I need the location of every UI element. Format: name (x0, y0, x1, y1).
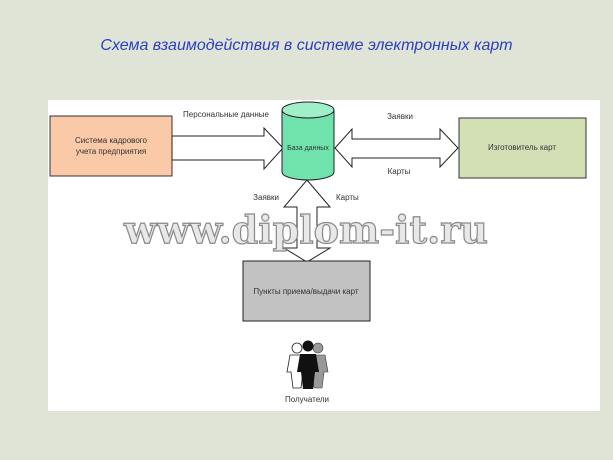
label-cards-vertical: Карты (336, 193, 359, 202)
hr-system-label-1: Система кадрового (75, 136, 147, 145)
manufacturer-label: Изготовитель карт (488, 143, 556, 152)
issue-points-node: Пункты приема/выдачи карт (242, 260, 371, 322)
manufacturer-node: Изготовитель карт (458, 117, 587, 179)
arrow-personal-data (171, 126, 284, 171)
recipients-label: Получатели (285, 395, 329, 404)
label-cards-top: Карты (388, 167, 411, 176)
label-personal-data: Персональные данные (183, 110, 269, 119)
people-icon (286, 340, 329, 389)
arrow-db-manufacturer (334, 127, 459, 169)
issue-points-label: Пункты приема/выдачи карт (253, 287, 358, 296)
watermark: www.diplom-it.ru (123, 207, 488, 252)
label-requests-vertical: Заявки (253, 193, 279, 202)
label-requests-top: Заявки (387, 112, 413, 121)
hr-system-label-2: учета предприятия (76, 147, 146, 156)
page-title: Схема взаимодействия в системе электронн… (100, 37, 513, 54)
hr-system-node: Система кадрового учета предприятия (49, 115, 173, 177)
database-label: База данных (287, 145, 329, 152)
database-node: База данных (281, 101, 335, 181)
